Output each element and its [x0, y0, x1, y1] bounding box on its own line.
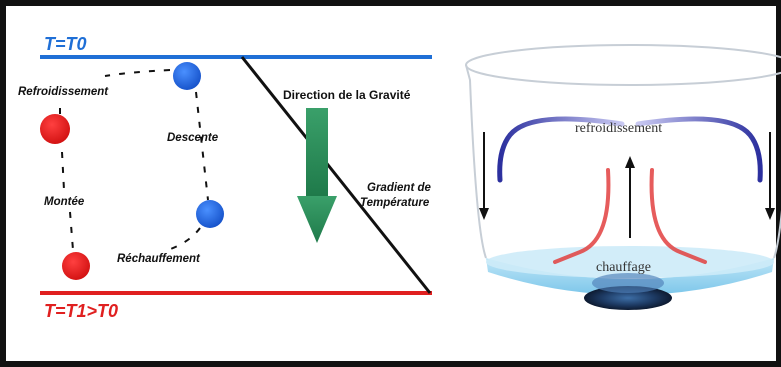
temperature-gradient-line — [240, 56, 432, 294]
gravity-direction-label: Direction de la Gravité — [283, 88, 411, 102]
cold-temperature-label: T=T0 — [44, 34, 87, 54]
rising-arrow — [625, 156, 635, 238]
gradient-label-line2: Température — [360, 197, 430, 209]
gravity-arrow — [297, 108, 337, 243]
beaker-cooling-label: refroidissement — [575, 121, 662, 136]
beaker-rim — [465, 44, 781, 86]
montee-label: Montée — [44, 196, 85, 208]
refroidissement-label: Refroidissement — [18, 86, 109, 98]
sinking-arrow-left — [479, 132, 489, 220]
hot-particle-left — [40, 114, 70, 144]
burner — [584, 286, 672, 310]
descente-label: Descente — [167, 132, 219, 144]
beaker-wall-right — [773, 209, 781, 259]
convection-cycle-path — [59, 69, 209, 251]
sinking-arrow-right — [765, 132, 775, 220]
rechauffement-label: Réchauffement — [117, 253, 201, 265]
beaker-heating-label: chauffage — [596, 260, 651, 275]
cooling-arc-right — [635, 116, 763, 183]
gradient-label-line1: Gradient de — [367, 182, 432, 194]
beaker-illustration: refroidissement chauffage — [465, 44, 781, 310]
cold-particle-top — [173, 62, 201, 90]
heating-arc-right — [649, 168, 707, 264]
heating-arc-left — [553, 168, 611, 264]
beaker-wall-left — [465, 64, 487, 259]
hot-particle-bottom — [62, 252, 90, 280]
heated-water — [486, 258, 774, 295]
hot-temperature-label: T=T1>T0 — [44, 301, 118, 321]
cooling-arc-left — [497, 116, 625, 183]
cold-particle-right — [196, 200, 224, 228]
